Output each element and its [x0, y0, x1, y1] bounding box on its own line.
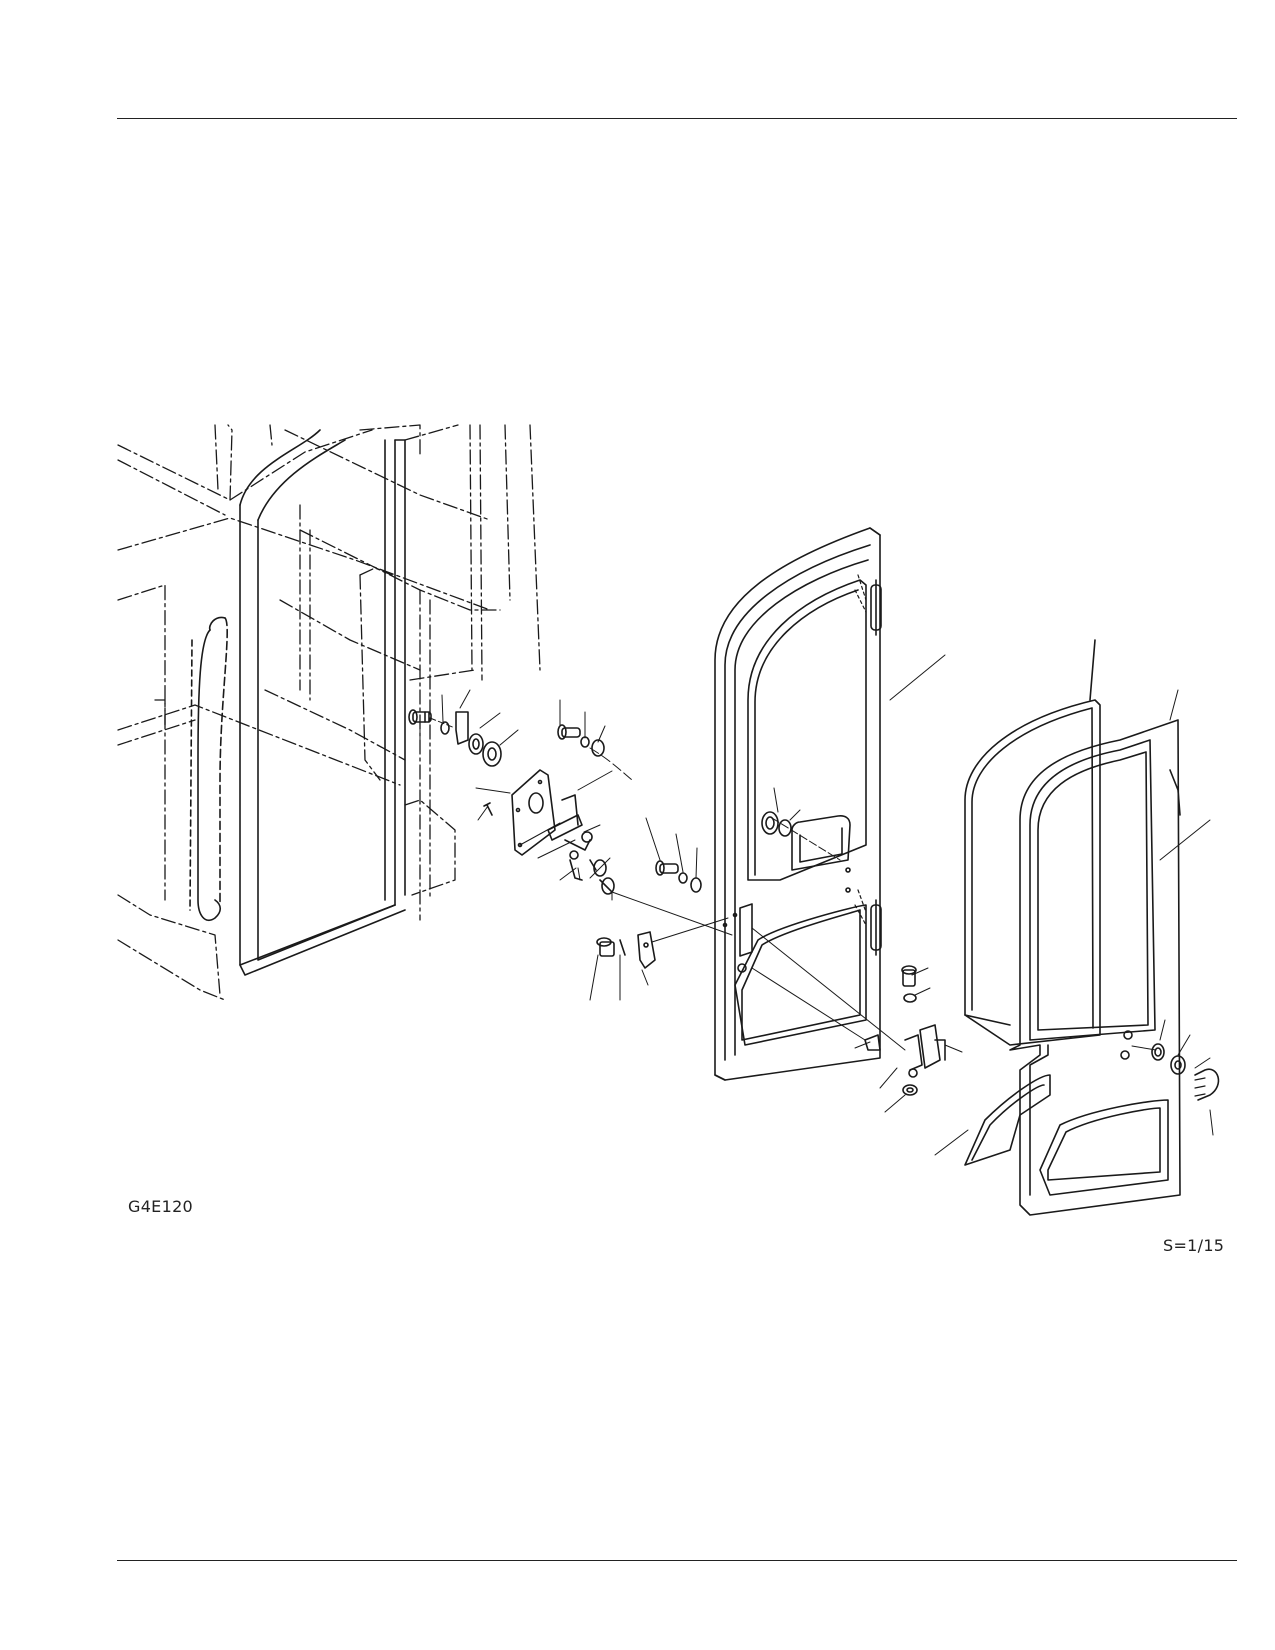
header-rule — [117, 118, 1237, 119]
latch-hardware — [408, 689, 841, 1001]
door-assembly — [714, 527, 963, 1113]
footer-rule — [117, 1560, 1237, 1561]
figure-scale: S=1/15 — [1163, 1236, 1225, 1255]
glass-panel — [964, 639, 1101, 1046]
figure-code: G4E120 — [128, 1197, 194, 1216]
outer-panel — [934, 689, 1220, 1216]
cab-frame — [117, 424, 541, 1001]
